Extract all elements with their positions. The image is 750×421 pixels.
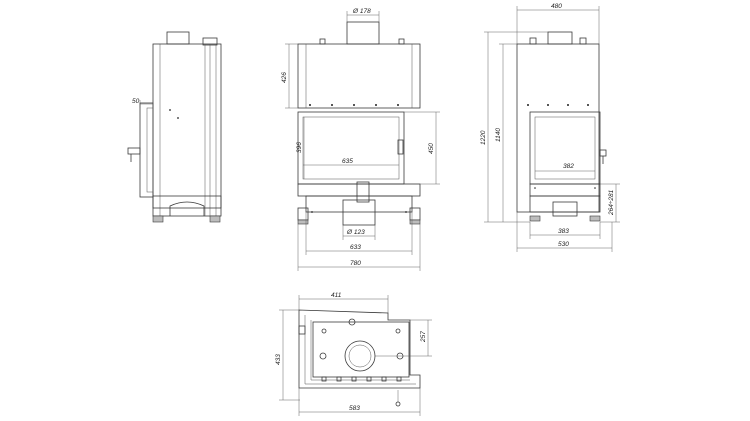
dim-rear-total-height: 1220 — [480, 130, 487, 145]
dim-front-opening-height: 450 — [428, 143, 435, 154]
front-door-handle — [397, 139, 404, 155]
dim-rear-inner-width: 382 — [563, 163, 574, 170]
dim-front-glass-height: 396 — [296, 142, 303, 153]
front-flue-collar — [346, 21, 380, 45]
dim-front-inner-width: 633 — [350, 244, 361, 251]
dim-rear-top-width: 480 — [551, 3, 562, 10]
dim-plan-offset: 257 — [420, 331, 427, 343]
dim-plan-total-width: 583 — [349, 405, 360, 412]
side-view: 50 — [127, 31, 222, 223]
side-top-bracket — [166, 31, 190, 45]
plan-flue-outer — [344, 340, 376, 372]
front-air-control — [356, 181, 370, 203]
front-upper-body — [297, 43, 421, 109]
plan-view: 411 257 433 — [275, 292, 432, 416]
dim-rear-body-height: 1140 — [495, 128, 502, 142]
dim-front-top-height: 426 — [281, 72, 288, 83]
plan-body — [312, 321, 410, 378]
side-door-handle — [127, 147, 141, 155]
dim-rear-total-width: 530 — [558, 241, 569, 248]
plan-flue-inner — [348, 344, 372, 368]
dim-plan-top-width: 411 — [331, 292, 342, 299]
dim-side-depth: 50 — [132, 98, 140, 105]
side-body — [152, 43, 222, 217]
dim-air-inlet: Ø 123 — [346, 229, 365, 236]
rear-body — [516, 43, 600, 213]
side-door-frame — [139, 102, 154, 198]
front-air-inlet — [342, 199, 376, 226]
rear-view: 480 382 1220 1140 — [480, 3, 620, 252]
rear-door — [529, 111, 601, 185]
plan-outline — [298, 309, 421, 389]
dim-flue-diameter: Ø 178 — [352, 8, 371, 15]
dim-rear-mid-width: 383 — [558, 228, 569, 235]
dim-front-total-width: 780 — [350, 260, 361, 267]
front-glass — [302, 116, 400, 180]
dim-plan-depth: 433 — [275, 354, 282, 365]
front-door — [297, 111, 405, 185]
front-view: Ø 178 426 — [281, 8, 440, 271]
dim-front-glass-width: 635 — [342, 158, 353, 165]
dim-rear-leg-range: 264÷281 — [608, 189, 615, 216]
